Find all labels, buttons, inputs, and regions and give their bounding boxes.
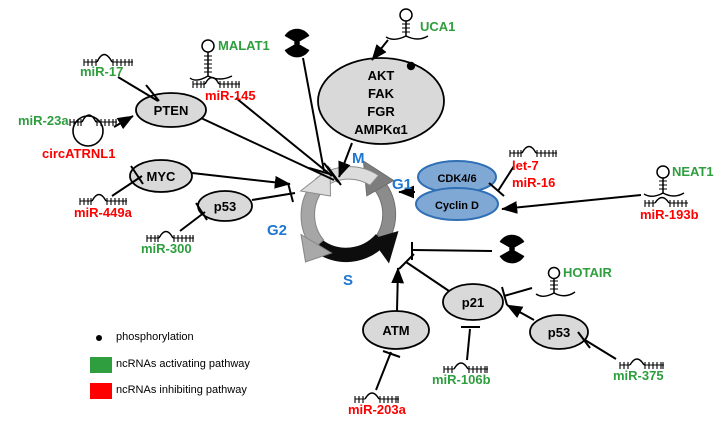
mirna-hairpin-icon-let7-mir16 <box>509 145 557 157</box>
legend-label-inhibiting: ncRNAs inhibiting pathway <box>116 384 247 396</box>
mirna-hairpin-icon-mir145 <box>192 76 240 88</box>
ncrna-label-hotair[interactable]: HOTAIR <box>563 265 612 280</box>
edge-mir203a-inhibits-atm <box>375 350 401 391</box>
edge-mir17-inhibits-pten <box>117 76 160 102</box>
edge-p53bottom-activates-p21 <box>506 304 535 321</box>
phase-label-m: M <box>352 150 365 167</box>
edge-uca1-activates-kinases <box>371 39 389 61</box>
legend-label-phosphorylation: phosphorylation <box>116 331 194 343</box>
mirna-hairpin-icon-mir449a <box>79 193 127 205</box>
ncrna-label-mir449a[interactable]: miR-449a <box>74 205 132 220</box>
protein-label-ampk: AMPKα1 <box>354 122 408 137</box>
protein-label-p53-bottom: p53 <box>548 325 570 340</box>
phase-label-g1: G1 <box>392 176 413 193</box>
mirna-hairpin-icon-mir203a <box>354 392 399 403</box>
protein-label-akt: AKT <box>368 68 395 83</box>
ncrna-label-mir16[interactable]: miR-16 <box>512 175 556 190</box>
ncrna-label-neat1[interactable]: NEAT1 <box>672 164 714 179</box>
lncrna-stemloop-icon-neat1 <box>643 165 685 197</box>
legend-label-activating: ncRNAs activating pathway <box>116 358 250 370</box>
lncrna-stemloop-icon-hotair <box>535 266 576 297</box>
edge-layer <box>111 39 642 391</box>
edge-malat1-inhibits-cycle <box>235 97 339 183</box>
phase-label-s: S <box>343 272 354 289</box>
ncrna-label-mir375[interactable]: miR-375 <box>613 368 664 383</box>
edge-radiation-inhibits-cycle <box>302 57 331 175</box>
edge-neat1-activates-cyclind <box>501 194 642 214</box>
cell-cycle-wheel <box>299 160 399 264</box>
ncrna-label-mir106b[interactable]: miR-106b <box>432 372 491 387</box>
protein-label-cyclind: Cyclin D <box>435 200 479 212</box>
protein-label-myc: MYC <box>147 169 177 184</box>
radiation-trefoil-icon-bottom <box>499 234 525 264</box>
ncrna-label-malat1[interactable]: MALAT1 <box>218 38 270 53</box>
protein-node-p53-top[interactable]: p53 <box>197 190 253 222</box>
edge-mir106b-inhibits-p21 <box>461 326 480 361</box>
protein-label-fak: FAK <box>368 86 395 101</box>
protein-label-atm: ATM <box>382 323 409 338</box>
edge-mir449a-inhibits-myc <box>111 165 144 197</box>
ncrna-label-circatrnl1[interactable]: circATRNL1 <box>42 146 116 161</box>
edge-mir23a-activates-pten <box>113 115 134 130</box>
edge-let7-mir16-inhibits-cdk-cyclin <box>488 165 515 197</box>
protein-label-p53-top: p53 <box>214 199 236 214</box>
lncrna-stemloop-icon-uca1 <box>385 8 429 40</box>
mirna-hairpin-icon-mir106b <box>443 362 488 373</box>
edge-myc-activates-cycle <box>191 172 291 189</box>
ncrna-label-mir193b[interactable]: miR-193b <box>640 207 699 222</box>
mirna-hairpin-icon-mir375 <box>619 358 664 369</box>
edge-radiation-bottom-inhibits-cycle <box>411 242 493 260</box>
ncrna-label-mir300[interactable]: miR-300 <box>141 241 192 256</box>
protein-node-atm[interactable]: ATM <box>362 310 430 350</box>
legend-swatch-inhibiting <box>90 383 112 399</box>
edge-p53top-inhibits-cycle <box>251 182 296 203</box>
edge-mir300-inhibits-p53top <box>179 202 208 232</box>
mirna-hairpin-icon-mir17 <box>83 53 133 66</box>
protein-node-kinase-complex[interactable]: AKT FAK FGR AMPKα1 <box>317 57 445 145</box>
ncrna-label-mir203a[interactable]: miR-203a <box>348 402 406 417</box>
protein-label-p21: p21 <box>462 295 484 310</box>
phase-label-g2: G2 <box>267 222 288 239</box>
ncrna-label-mir17[interactable]: miR-17 <box>80 64 124 79</box>
protein-label-cdk46: CDK4/6 <box>437 173 476 185</box>
protein-label-pten: PTEN <box>154 103 189 118</box>
edge-kinases-activate-cycle <box>338 142 353 178</box>
edge-hotair-inhibits-p21-axis <box>501 286 533 306</box>
phosphorylation-dot-icon <box>406 61 416 71</box>
radiation-trefoil-icon-top <box>284 28 310 58</box>
protein-label-fgr: FGR <box>367 104 395 119</box>
edge-atm-activates-cycle <box>391 267 405 312</box>
edge-p21-inhibits-cycle <box>398 253 450 292</box>
ncrna-label-uca1[interactable]: UCA1 <box>420 19 456 34</box>
protein-node-p21[interactable]: p21 <box>442 283 504 321</box>
protein-node-myc[interactable]: MYC <box>129 159 193 193</box>
cycle-segment-s <box>314 231 399 264</box>
edge-mir375-inhibits-p53bottom <box>577 331 617 360</box>
cycle-segment-g2 <box>300 180 333 263</box>
circrna-circle-icon-circatrnl1 <box>72 115 104 147</box>
lncrna-stemloop-icon-malat1 <box>189 39 233 81</box>
ncrna-label-mir23a[interactable]: miR-23a <box>18 113 69 128</box>
ncrna-label-mir145[interactable]: miR-145 <box>205 88 256 103</box>
legend-swatch-activating <box>90 357 112 373</box>
protein-node-p53-bottom[interactable]: p53 <box>529 314 589 350</box>
protein-node-pten[interactable]: PTEN <box>135 92 207 128</box>
ncrna-label-let7[interactable]: let-7 <box>512 158 539 173</box>
legend-phosphorylation-dot-icon <box>96 335 102 341</box>
mirna-hairpin-icon-mir193b <box>644 196 688 207</box>
mirna-hairpin-icon-mir300 <box>146 230 194 242</box>
protein-node-cyclind[interactable]: Cyclin D <box>415 187 499 221</box>
